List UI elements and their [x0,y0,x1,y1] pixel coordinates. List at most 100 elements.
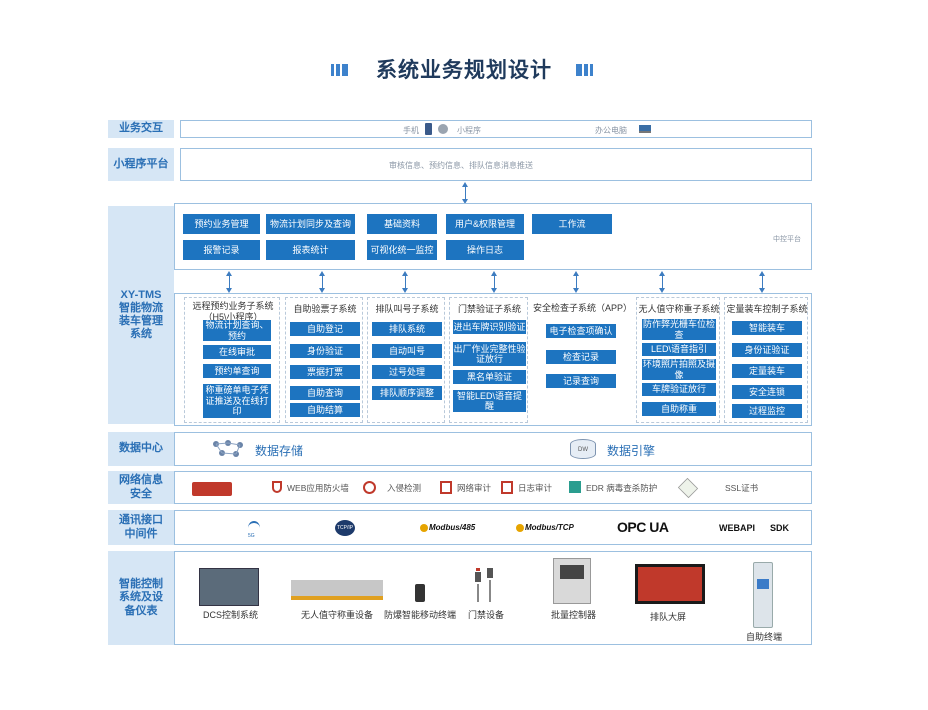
interaction-item-laptop: 办公电脑 [595,126,627,135]
truck-scale-icon [291,580,383,600]
connector-line [322,275,323,289]
item-id-card-verify[interactable]: 身份证验证 [732,343,802,357]
btn-alarm-records[interactable]: 报警记录 [183,240,260,260]
device-caption: 批量控制器 [551,610,597,620]
row-label-data-center: 数据中心 [108,432,174,466]
subsystem-self-ticket: 自助验票子系统 自助登记 身份验证 票据打票 自助查询 自助结算 [285,297,363,423]
item-identity-verify[interactable]: 身份验证 [290,344,360,358]
row-label-miniprogram: 小程序平台 [108,148,174,181]
row-label-devices: 智能控制系统及设备仪表 [108,551,174,645]
connector-line [662,275,663,289]
miniprogram-text: 审核信息、预约信息、排队信息消息推送 [389,161,533,170]
row-label-network-security: 网络信息安全 [108,471,174,504]
connector-line [576,275,577,289]
subsystem-title: 自助验票子系统 [293,304,357,314]
arrow-up [226,271,232,276]
queue-screen-icon [635,564,705,604]
item-plan-query[interactable]: 物流计划查询、预约 [203,320,271,341]
item-auto-call[interactable]: 自动叫号 [372,344,442,358]
arrow-down [226,288,232,293]
security-item: 网络审计 [457,483,492,493]
item-self-register[interactable]: 自助登记 [290,322,360,336]
intrusion-detect-icon [363,481,376,494]
laptop-icon [639,125,651,133]
connector-line [465,186,466,200]
subsystem-gate-verify: 门禁验证子系统 进出车牌识别验证 出厂作业完整性验证放行 黑名单验证 智能LED… [449,297,528,423]
btn-appointment-mgmt[interactable]: 预约业务管理 [183,214,260,234]
subsystem-title: 门禁验证子系统 [457,304,521,314]
item-check-record[interactable]: 检查记录 [546,350,616,364]
subsystem-queue-call: 排队叫号子系统 排队系统 自动叫号 过号处理 排队顺序调整 [367,297,445,423]
item-led-voice-guide[interactable]: LED\语音指引 [642,343,716,356]
device-caption: 自助终端 [746,632,783,642]
security-item: WEB应用防火墙 [287,483,349,493]
item-smart-loading[interactable]: 智能装车 [732,321,802,335]
miniapp-icon [438,124,448,134]
item-queue-system[interactable]: 排队系统 [372,322,442,336]
btn-user-permission[interactable]: 用户&权限管理 [446,214,524,234]
batch-controller-icon [553,558,591,604]
item-photo-capture[interactable]: 环境照片拍照及摄像 [642,359,716,380]
item-blacklist-verify[interactable]: 黑名单验证 [453,370,526,384]
security-item: 日志审计 [518,483,553,493]
item-exit-release[interactable]: 出厂作业完整性验证放行 [453,342,526,366]
kiosk-screen-icon [757,579,769,589]
interaction-item-miniapp: 小程序 [457,126,481,135]
item-ticket-print[interactable]: 票据打票 [290,365,360,379]
interaction-item-phone: 手机 [403,126,419,135]
item-appointment-query[interactable]: 预约单查询 [203,364,271,378]
comm-item: 5G [248,533,255,539]
modbus-icon [420,524,428,532]
item-self-query[interactable]: 自助查询 [290,386,360,400]
network-audit-icon [440,481,452,494]
item-self-weigh[interactable]: 自助称重 [642,402,716,416]
item-online-approval[interactable]: 在线审批 [203,345,271,359]
gate-device-icon [473,566,497,602]
btn-workflow[interactable]: 工作流 [532,214,612,234]
item-quantitative-loading[interactable]: 定量装车 [732,364,802,378]
item-weigh-ticket-print[interactable]: 称重磅单电子凭证推送及在线打印 [203,384,271,418]
item-self-settle[interactable]: 自助结算 [290,403,360,417]
mobile-terminal-icon [415,584,425,602]
arrow-down [462,199,468,204]
item-safety-interlock[interactable]: 安全连锁 [732,385,802,399]
btn-visual-monitor[interactable]: 可视化统一监控 [367,240,437,260]
item-anti-cheat-grating[interactable]: 防作弊光栅车位检查 [642,319,716,340]
arrow-up [759,271,765,276]
security-item: EDR 病毒查杀防护 [586,483,658,493]
comm-item: TCP/IP [335,520,355,536]
arrow-down [319,288,325,293]
connector-line [494,275,495,289]
devices-box: DCS控制系统 无人值守称重设备 防爆智能移动终端 门禁设备 批量控制器 排队大… [174,551,812,645]
item-led-voice-reminder[interactable]: 智能LED\语音提醒 [453,390,526,412]
arrow-down [573,288,579,293]
btn-report-stats[interactable]: 报表统计 [266,240,355,260]
connector-line [762,275,763,289]
device-caption: 无人值守称重设备 [301,610,374,620]
btn-plan-sync[interactable]: 物流计划同步及查询 [266,214,355,234]
arrow-up [319,271,325,276]
page-title: 系统业务规划设计 [376,59,552,82]
item-process-monitor[interactable]: 过程监控 [732,404,802,418]
comm-item: SDK [770,523,790,533]
arrow-up [659,271,665,276]
subsystem-title: 排队叫号子系统 [375,304,439,314]
firewall-icon [192,482,232,496]
title-decoration-right [576,64,595,76]
item-e-check-confirm[interactable]: 电子检查项确认 [546,324,616,338]
btn-operation-log[interactable]: 操作日志 [446,240,524,260]
subsystem-title: 远程预约业务子系统（H5\小程序） [192,301,274,322]
edr-icon [569,481,581,493]
item-plate-recognition[interactable]: 进出车牌识别验证 [453,320,526,334]
arrow-down [402,288,408,293]
btn-basic-data[interactable]: 基础资料 [367,214,437,234]
item-missed-number[interactable]: 过号处理 [372,365,442,379]
arrow-up [573,271,579,276]
database-icon: DW [570,439,596,459]
interaction-box: 手机 小程序 办公电脑 [180,120,812,138]
item-record-query[interactable]: 记录查询 [546,374,616,388]
item-plate-release[interactable]: 车牌验证放行 [642,383,716,396]
subsystem-quantitative-loading: 定量装车控制子系统 智能装车 身份证验证 定量装车 安全连锁 过程监控 [724,297,808,423]
arrow-up [462,182,468,187]
item-queue-adjust[interactable]: 排队顺序调整 [372,386,442,400]
